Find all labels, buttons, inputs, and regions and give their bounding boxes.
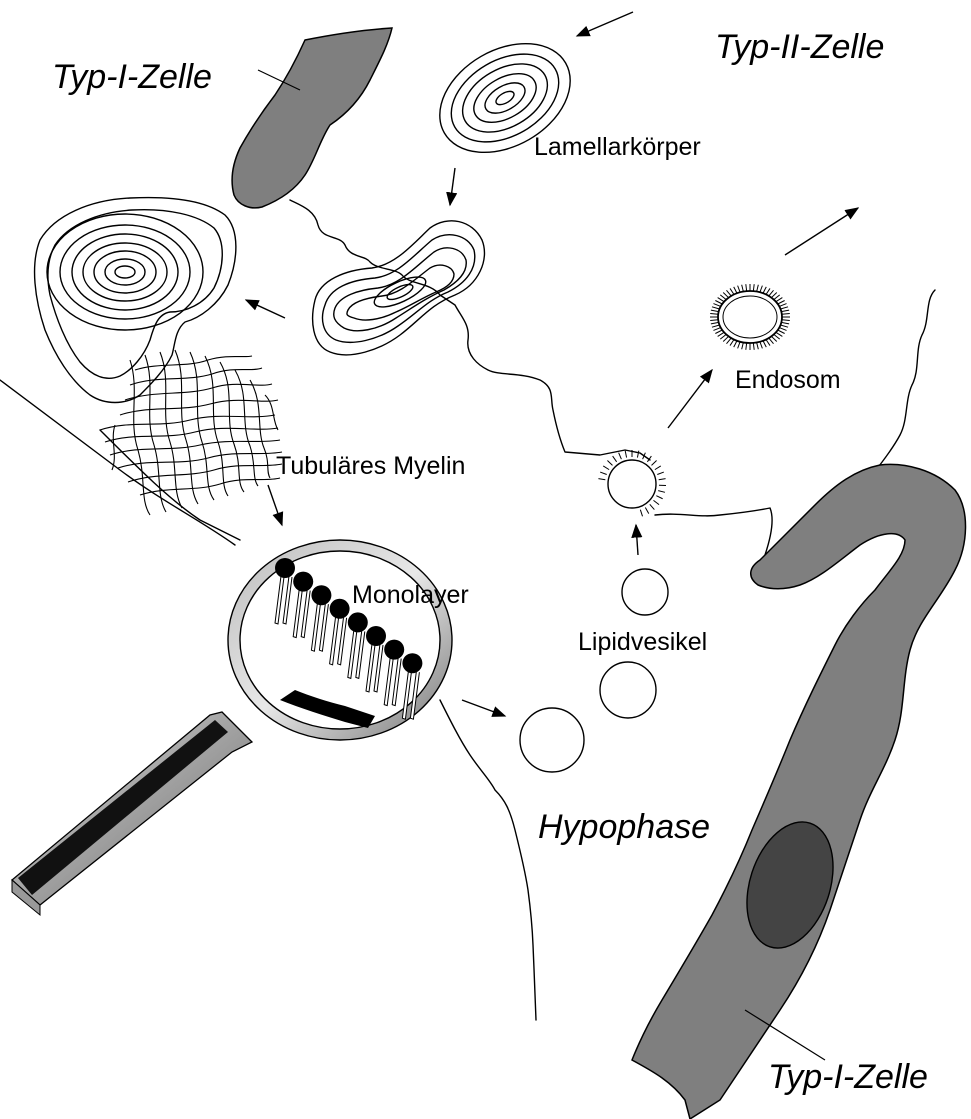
label-endosome: Endosom bbox=[735, 366, 841, 394]
label-type-ii-cell: Typ-II-Zelle bbox=[715, 28, 884, 66]
arrow-to-unfolding bbox=[246, 300, 285, 318]
lipid-vesicle bbox=[622, 569, 668, 615]
arrow-into-lamellar bbox=[577, 12, 633, 36]
label-tubular-myelin: Tubuläres Myelin bbox=[276, 452, 465, 480]
label-lipid-vesicle: Lipidvesikel bbox=[578, 628, 707, 656]
label-lamellar-body: Lamellarkörper bbox=[534, 133, 701, 161]
arrow-tubular-down bbox=[268, 485, 282, 525]
label-hypophase: Hypophase bbox=[538, 808, 710, 846]
endosome bbox=[710, 284, 790, 350]
lipid-vesicle bbox=[600, 662, 656, 718]
coated-vesicle bbox=[598, 450, 666, 516]
lamellar-body-secreted bbox=[313, 221, 485, 355]
tubular-myelin-lattice bbox=[100, 350, 282, 515]
arrow-to-endosome bbox=[668, 370, 712, 428]
label-type-i-cell-bottom: Typ-I-Zelle bbox=[768, 1058, 928, 1096]
arrow-lamellar-down bbox=[450, 168, 455, 205]
arrow-vesicle-up bbox=[636, 525, 638, 555]
type-i-cell-top bbox=[232, 28, 392, 208]
lipid-vesicle bbox=[520, 708, 584, 772]
lamellar-body-unfolding bbox=[35, 198, 236, 403]
arrow-to-hypophase bbox=[462, 700, 505, 716]
label-monolayer: Monolayer bbox=[352, 581, 469, 609]
type-i-cell-bottom bbox=[632, 464, 966, 1119]
label-type-i-cell-top: Typ-I-Zelle bbox=[52, 58, 212, 96]
arrow-endosome-out bbox=[785, 208, 858, 255]
